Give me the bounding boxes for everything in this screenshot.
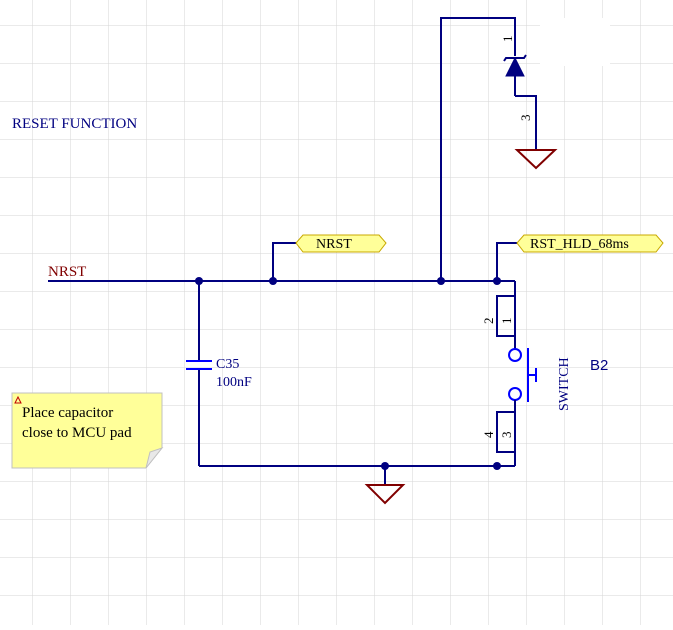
switch-pin-1: 1 bbox=[499, 318, 514, 325]
switch-pin-3: 3 bbox=[499, 432, 514, 439]
note-line-1: Place capacitor bbox=[22, 405, 113, 421]
ground-symbol-diode bbox=[514, 149, 558, 170]
diode-pin-top: 1 bbox=[500, 36, 515, 43]
switch-pin-2: 2 bbox=[481, 318, 496, 325]
capacitor-designator: C35 bbox=[216, 357, 239, 372]
warning-icon bbox=[14, 395, 22, 404]
capacitor-value: 100nF bbox=[216, 375, 252, 390]
capacitor-c35[interactable]: C35 100nF bbox=[186, 281, 252, 466]
design-note[interactable]: Place capacitor close to MCU pad bbox=[11, 392, 164, 469]
nrst-port-label: NRST bbox=[316, 237, 352, 252]
switch-pin-4: 4 bbox=[481, 431, 496, 438]
rst-hld-port-wire[interactable] bbox=[496, 242, 517, 281]
diode-pin-bottom: 3 bbox=[518, 115, 533, 122]
ground-symbol-main bbox=[364, 484, 406, 505]
switch-b2[interactable]: 2 1 4 3 SWITCH B2 bbox=[481, 281, 608, 466]
diode-supply-wire[interactable] bbox=[440, 17, 516, 281]
rst-hld-port-label: RST_HLD_68ms bbox=[530, 237, 629, 252]
section-title: RESET FUNCTION bbox=[12, 116, 137, 132]
blank-area bbox=[540, 18, 610, 66]
nrst-net-label: NRST bbox=[48, 264, 86, 280]
nrst-port-wire[interactable] bbox=[272, 242, 296, 281]
nrst-port[interactable]: NRST bbox=[295, 234, 387, 253]
rst-hld-port[interactable]: RST_HLD_68ms bbox=[516, 234, 664, 253]
switch-type-label: SWITCH bbox=[557, 357, 572, 411]
switch-designator: B2 bbox=[590, 357, 608, 374]
tvs-diode[interactable]: 1 3 bbox=[500, 36, 537, 151]
note-line-2: close to MCU pad bbox=[22, 425, 132, 441]
